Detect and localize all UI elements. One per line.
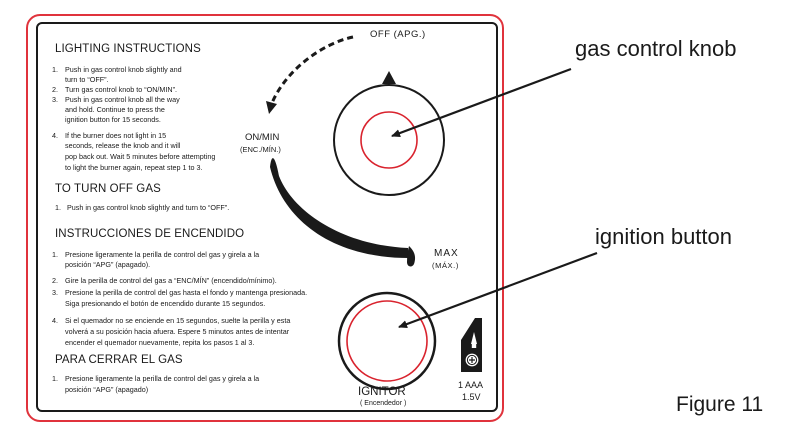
- max-label-es: (MÁX.): [432, 261, 459, 270]
- dashed-arc-arrowhead: [266, 101, 277, 114]
- lighting-instructions-title: LIGHTING INSTRUCTIONS: [55, 43, 201, 55]
- knob-callout-arrow: [391, 67, 572, 138]
- panel-outer-border: [26, 14, 504, 422]
- battery-icon: [461, 318, 482, 372]
- step-number: 4.: [52, 316, 58, 325]
- gas-control-knob-callout: gas control knob: [575, 36, 737, 61]
- step-number: 1.: [52, 65, 58, 74]
- step-line: to light the burner again, repeat step 1…: [65, 163, 203, 172]
- step-line: Presione ligeramente la perilla de contr…: [65, 374, 260, 383]
- ignitor-label-es: ( Encendedor ): [360, 400, 407, 407]
- step-line: turn to “OFF”.: [65, 75, 109, 84]
- step-line: and hold. Continue to press the: [65, 105, 165, 114]
- step-line: posición “APG” (apagado): [65, 385, 149, 394]
- step-line: ignition button for 15 seconds.: [65, 115, 161, 124]
- step-number: 1.: [55, 203, 61, 212]
- off-label-es: (APG.): [393, 29, 426, 40]
- step-number: 3.: [52, 288, 58, 297]
- ignition-button-callout: ignition button: [595, 224, 732, 249]
- step-number: 2.: [52, 276, 58, 285]
- step-line: posición “APG” (apagado).: [65, 260, 151, 269]
- ignitor-label: IGNITOR: [358, 386, 406, 398]
- gas-control-knob: [333, 84, 445, 196]
- step-number: 3.: [52, 95, 58, 104]
- figure-label: Figure 11: [676, 393, 764, 416]
- max-flame-drop: [407, 246, 416, 267]
- on-min-label: ON/MIN: [245, 132, 280, 143]
- step-line: Gire la perilla de control del gas a “EN…: [65, 276, 277, 285]
- step-line: Push in gas control knob all the way: [65, 95, 180, 104]
- step-number: 2.: [52, 85, 58, 94]
- panel-inner-border: [36, 22, 498, 412]
- battery-voltage: 1.5V: [462, 392, 481, 402]
- battery-type: 1 AAA: [458, 380, 484, 390]
- step-line: Siga presionando el botón de encendido d…: [65, 299, 266, 308]
- ignitor-button-outer: [337, 291, 437, 391]
- knob-indicator-arrow: [382, 71, 396, 84]
- ignition-callout-arrow: [398, 251, 598, 329]
- turn-off-step: Push in gas control knob slightly and tu…: [67, 203, 230, 212]
- step-line: Push in gas control knob slightly and: [65, 65, 182, 74]
- step-line: Si el quemador no se enciende en 15 segu…: [65, 316, 291, 325]
- step-line: encender el quemador nuevamente, repita …: [65, 338, 255, 347]
- step-number: 4.: [52, 131, 58, 140]
- step-line: Turn gas control knob to “ON/MIN”.: [65, 85, 177, 94]
- step-line: seconds, release the knob and it will: [65, 141, 181, 150]
- step-line: pop back out. Wait 5 minutes before atte…: [65, 152, 216, 161]
- step-number: 1.: [52, 374, 58, 383]
- ignitor-button-inner: [346, 300, 428, 382]
- gas-control-knob-center: [360, 111, 418, 169]
- off-label: OFF (APG.): [370, 29, 426, 40]
- spanish-off-title: PARA CERRAR EL GAS: [55, 354, 183, 366]
- flame-size-wedge: [270, 158, 409, 258]
- dashed-rotation-arc: [270, 35, 354, 104]
- off-label-en: OFF: [370, 29, 391, 40]
- step-number: 1.: [52, 250, 58, 259]
- max-label: MAX: [434, 248, 459, 259]
- on-min-label-es: (ENC./MÍN.): [240, 145, 281, 154]
- step-line: If the burner does not light in 15: [65, 131, 167, 140]
- spanish-instructions-title: INSTRUCCIONES DE ENCENDIDO: [55, 228, 245, 240]
- turn-off-gas-title: TO TURN OFF GAS: [55, 183, 161, 195]
- step-line: Presione la perilla de control del gas h…: [65, 288, 308, 297]
- step-line: Presione ligeramente la perilla de contr…: [65, 250, 260, 259]
- step-line: volverá a su posición hacia afuera. Espe…: [65, 327, 290, 336]
